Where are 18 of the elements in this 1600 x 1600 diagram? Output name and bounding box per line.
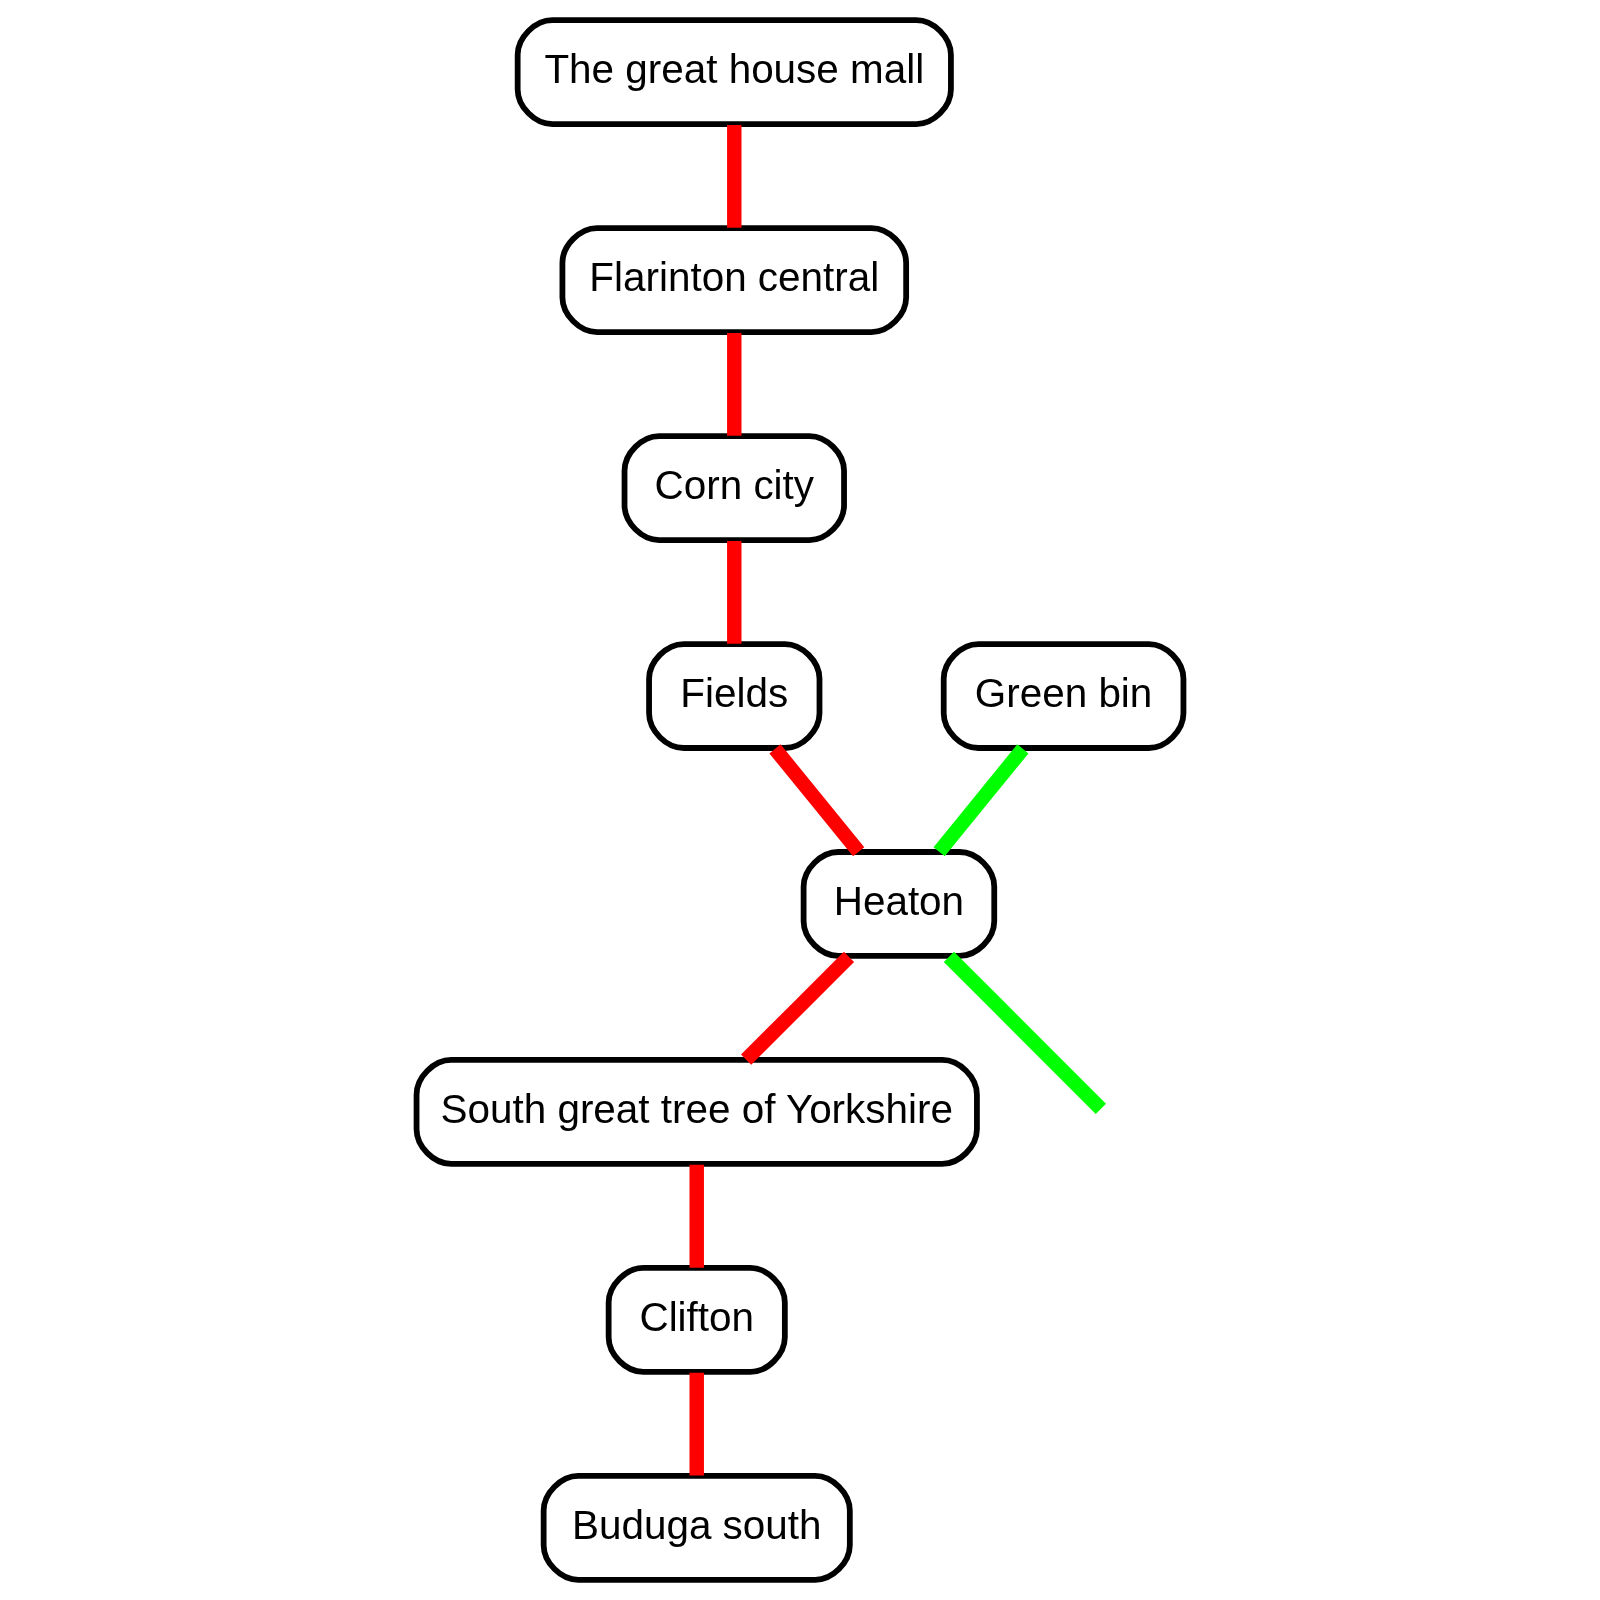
node-box: The great house mall (514, 17, 954, 127)
connector (769, 744, 865, 857)
node-box: Clifton (605, 1265, 788, 1375)
connector (689, 1164, 704, 1268)
connector (933, 744, 1029, 857)
connector (741, 951, 855, 1065)
node-box: Green bin (940, 641, 1187, 751)
node-box: South great tree of Yorkshire (413, 1057, 980, 1167)
node-box: Heaton (800, 849, 998, 959)
connector (943, 951, 1106, 1114)
connector (727, 124, 742, 228)
connector (727, 332, 742, 436)
node-box: Flarinton central (559, 225, 910, 335)
node-box: Buduga south (540, 1473, 853, 1583)
node-box: Corn city (621, 433, 847, 543)
node-box: Fields (646, 641, 823, 751)
connector (689, 1372, 704, 1476)
connector (727, 540, 742, 644)
